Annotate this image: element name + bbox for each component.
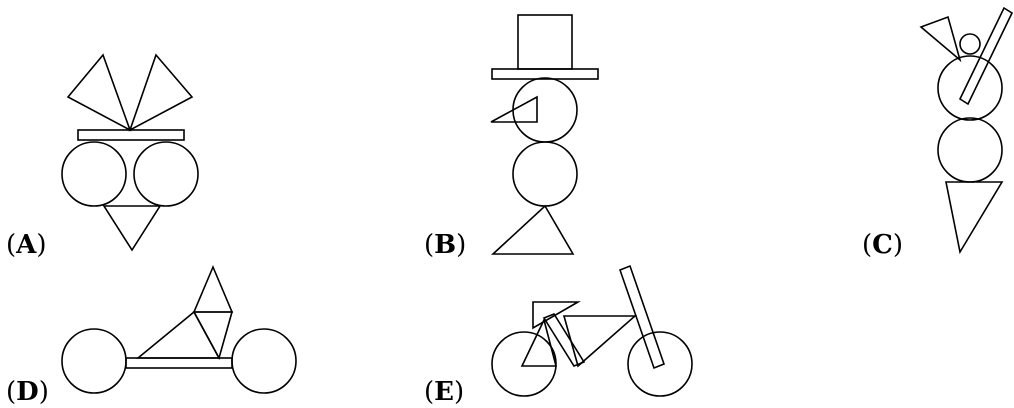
figure-b-head-circle xyxy=(512,77,578,143)
figure-e: (E) xyxy=(424,264,693,407)
figure-b-body-circle xyxy=(512,141,578,207)
figure-d: (D) xyxy=(6,264,297,407)
figure-b-label: (B) xyxy=(424,230,466,260)
figure-b-hat-brim xyxy=(491,68,599,80)
figure-a-left-triangle xyxy=(66,53,132,132)
figure-a-right-triangle xyxy=(128,53,194,132)
figure-e-front-frame-triangle xyxy=(562,315,638,368)
figure-a-left-circle xyxy=(61,141,127,207)
figure-d-label: (D) xyxy=(6,377,49,407)
figure-e-fork-bar xyxy=(618,264,666,370)
figure-c-stick-bar xyxy=(958,6,1014,106)
figure-a-bar xyxy=(77,129,185,141)
figure-c-flag-triangle xyxy=(919,15,962,63)
figure-e-frame-bar xyxy=(542,313,586,367)
figure-d-left-wheel xyxy=(61,328,127,394)
figure-a-label: (A) xyxy=(6,230,47,260)
figure-c: (C) xyxy=(862,6,1014,260)
figure-a-bottom-triangle xyxy=(102,205,162,252)
figure-a: (A) xyxy=(6,53,199,260)
figure-d-right-wheel xyxy=(231,328,297,394)
figure-d-axle-bar xyxy=(125,357,233,369)
figure-d-top-triangle xyxy=(192,264,234,313)
figure-e-rear-wheel xyxy=(491,331,557,397)
figure-c-leg-triangle xyxy=(945,181,1004,255)
figure-c-small-circle xyxy=(959,33,981,55)
figure-c-label: (C) xyxy=(862,230,903,260)
figure-b-nose-triangle xyxy=(490,95,538,123)
figure-d-middle-triangle xyxy=(192,311,234,361)
figure-b: (B) xyxy=(424,14,599,260)
figure-b-hat-top xyxy=(517,14,573,70)
figure-a-right-circle xyxy=(133,141,199,207)
figure-b-base-triangle xyxy=(490,204,575,255)
figure-e-rear-frame-triangle xyxy=(520,317,558,367)
figure-c-head-circle xyxy=(937,55,1003,121)
figure-e-label: (E) xyxy=(424,377,464,407)
figure-c-body-circle xyxy=(937,117,1003,183)
figure-e-front-wheel xyxy=(627,331,693,397)
